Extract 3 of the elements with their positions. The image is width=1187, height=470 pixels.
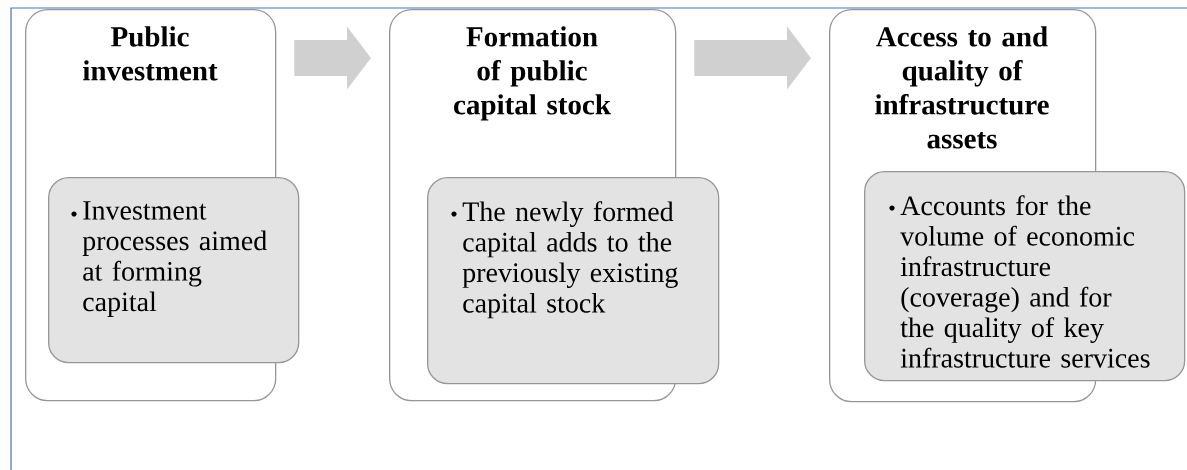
- bullet-box: Accounts for the volume of economic infrastructure (coverage) and for the quality of key infrastructure services: [864, 171, 1186, 382]
- bullet-box: Investment processes aimed at forming capital: [48, 177, 300, 364]
- bullet-box: The newly formed capital adds to the previously existing capital stock: [427, 177, 720, 385]
